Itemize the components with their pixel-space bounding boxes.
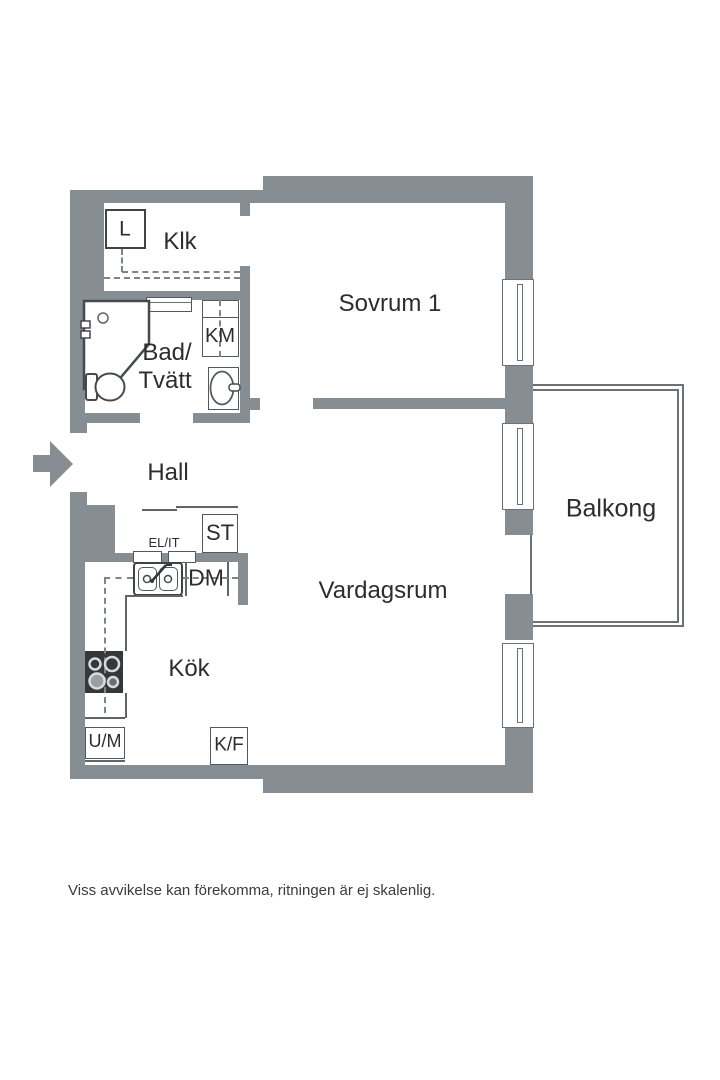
bath-cabinet-box xyxy=(146,297,192,312)
wall-bath-bottom-left xyxy=(70,413,140,423)
label-dishwasher: DM xyxy=(188,564,224,591)
counter-line-under-sink xyxy=(125,595,183,597)
bath-cabinet-line xyxy=(147,302,191,303)
window-sovrum-glass xyxy=(517,284,523,361)
wall-right-c xyxy=(505,509,533,535)
wall-kitchen-shaft xyxy=(70,505,115,558)
hall-closet-line-a xyxy=(142,509,177,511)
balcony-inner-right xyxy=(677,389,679,623)
counter-line-left-upper xyxy=(125,597,127,651)
label-storage: ST xyxy=(205,519,235,545)
storage-closet-box xyxy=(202,514,238,553)
wall-left-bath-foot xyxy=(70,420,87,433)
window-balcony-door-glass xyxy=(517,428,523,505)
counter-line-left-lower xyxy=(125,693,127,718)
washing-machine-dash xyxy=(219,300,221,357)
klk-rail-dash-1 xyxy=(122,271,240,273)
wall-bath-door-foot xyxy=(250,398,260,410)
bath-sink-box xyxy=(208,367,239,410)
label-fridge-freezer: K/F xyxy=(214,734,244,756)
label-sovrum1: Sovrum 1 xyxy=(338,289,442,317)
klk-rail-dash-vertical xyxy=(121,249,123,272)
fridge-freezer-box xyxy=(210,727,248,765)
wall-right-d xyxy=(505,594,533,640)
dishwasher-line-right xyxy=(227,562,229,596)
label-electrical: EL/IT xyxy=(148,534,180,550)
kitchen-counter-dash-left xyxy=(104,577,133,579)
label-linen-closet: L xyxy=(119,217,131,241)
label-hall: Hall xyxy=(147,458,189,486)
klk-rail-dash-2 xyxy=(104,277,240,279)
wall-right-b xyxy=(505,365,533,424)
wall-top-right xyxy=(263,176,533,203)
label-bad: Bad/ xyxy=(142,338,192,366)
wall-hall-kitchen xyxy=(85,553,247,562)
wall-opening-line xyxy=(530,535,532,594)
oven-micro-box xyxy=(85,727,125,759)
wall-bottom-right xyxy=(263,765,533,793)
counter-line-um-bottom xyxy=(85,760,125,762)
balcony-inner-bottom xyxy=(533,621,679,623)
window-vardagsrum-glass xyxy=(517,648,523,723)
wall-klk-right-stub xyxy=(240,203,250,216)
wall-top-left xyxy=(70,190,263,203)
wall-bath-right xyxy=(240,266,250,423)
wall-left-klk-shaft xyxy=(70,190,104,300)
wall-left-lower xyxy=(70,492,85,765)
toilet-tank xyxy=(85,373,98,401)
wall-bath-bottom-right xyxy=(193,413,250,423)
kitchen-counter-dash-right xyxy=(183,577,238,579)
shower-drain xyxy=(97,312,109,324)
label-vardagsrum: Vardagsrum xyxy=(318,576,448,604)
wall-klk-bath xyxy=(70,291,250,300)
hall-closet-line-b xyxy=(176,506,238,508)
balcony-outline-top xyxy=(533,384,684,386)
wall-right-a xyxy=(505,203,533,280)
kitchen-sink-bowl-left xyxy=(138,567,157,591)
label-washing-machine: KM xyxy=(205,325,235,347)
wall-bottom-left xyxy=(70,765,263,779)
wall-left-step xyxy=(70,492,87,505)
entrance-arrow-head-icon xyxy=(50,441,73,487)
wall-sovrum-divider xyxy=(313,398,505,409)
disclaimer-text: Viss avvikelse kan förekomma, ritningen … xyxy=(68,882,436,899)
dishwasher-line-left xyxy=(185,562,187,596)
balcony-inner-top xyxy=(533,389,679,391)
linen-closet-box xyxy=(105,209,146,249)
balcony-outline-bottom xyxy=(533,625,684,627)
toilet-bowl xyxy=(94,372,126,402)
label-balkong: Balkong xyxy=(565,494,657,523)
label-oven-micro: U/M xyxy=(88,731,122,752)
kitchen-sink-bowl-right xyxy=(159,567,178,591)
balcony-outline-right xyxy=(682,384,684,627)
kitchen-counter-dash-vertical xyxy=(104,578,106,713)
label-klk: Klk xyxy=(163,227,197,255)
counter-line-um-top xyxy=(85,717,125,719)
label-tvatt: Tvätt xyxy=(138,366,192,394)
wall-kitchen-right xyxy=(238,553,248,605)
label-kok: Kök xyxy=(168,654,210,682)
entrance-arrow-icon xyxy=(33,455,51,472)
